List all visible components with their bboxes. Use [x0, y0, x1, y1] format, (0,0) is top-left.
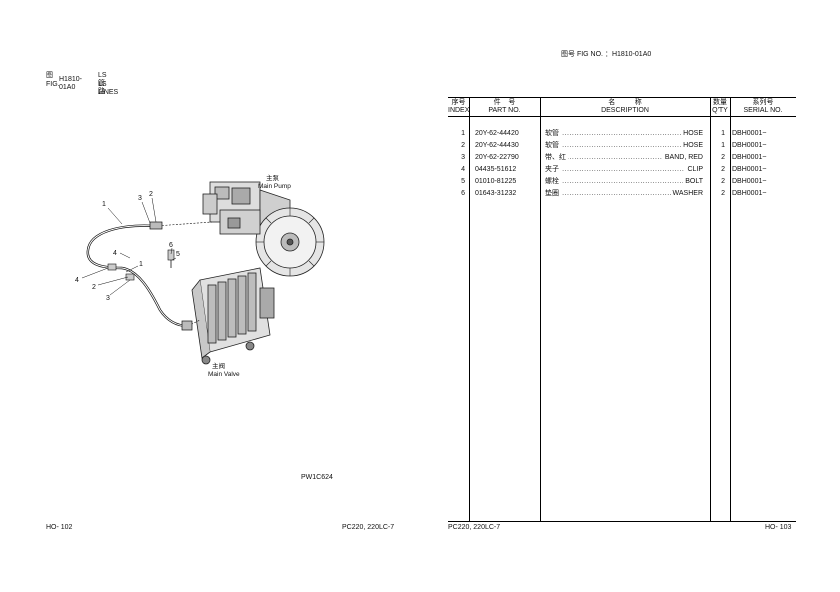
row-desc-en: WASHER — [670, 188, 703, 200]
row-qty: 2 — [721, 190, 725, 197]
table-row: 4 04435-51612 ..........................… — [448, 164, 796, 176]
col-part-cn: 件 号 — [493, 99, 516, 106]
row-serial: DBH0001~ — [732, 130, 767, 137]
drawing-code: PW1C624 — [301, 474, 333, 481]
table-row: 1 20Y-62-44420 .........................… — [448, 128, 796, 140]
col-index-cn: 序号 — [451, 99, 466, 106]
row-serial: DBH0001~ — [732, 178, 767, 185]
fig-title-cn: LS 管路 — [98, 72, 107, 95]
callout-3b: 3 — [106, 295, 110, 302]
col-qty-en: Q'TY — [712, 107, 728, 114]
row-part-no: 20Y-62-44420 — [475, 130, 519, 137]
row-serial: DBH0001~ — [732, 154, 767, 161]
callout-5: 5 — [176, 251, 180, 258]
row-qty: 2 — [721, 154, 725, 161]
callout-6: 6 — [169, 242, 173, 249]
right-model: PC220, 220LC-7 — [448, 524, 501, 531]
left-model: PC220, 220LC-7 — [342, 524, 395, 531]
main-pump-illustration — [202, 181, 325, 277]
callout-4: 4 — [113, 250, 117, 257]
row-serial: DBH0001~ — [732, 166, 767, 173]
row-part-no: 20Y-62-22790 — [475, 154, 519, 161]
fig-no-header: 图号 FIG NO. ：H1810-01A0 — [561, 51, 652, 58]
col-qty-cn: 数量 — [713, 99, 727, 106]
main-valve-illustration — [191, 267, 275, 365]
row-desc-cn: 带、红 — [545, 154, 568, 161]
row-index: 2 — [461, 142, 465, 149]
row-qty: 1 — [721, 142, 725, 149]
callout-2b: 2 — [92, 284, 96, 291]
callout-labels: 1 3 2 4 6 5 1 4 2 3 — [75, 191, 180, 302]
row-desc-cn: 软管 — [545, 130, 561, 137]
col-serial-en: SERIAL NO. — [743, 107, 783, 114]
row-qty: 2 — [721, 166, 725, 173]
fig-label-en: FIG. — [46, 81, 60, 88]
row-qty: 1 — [721, 130, 725, 137]
row-part-no: 01643-31232 — [475, 190, 517, 197]
row-part-no: 20Y-62-44430 — [475, 142, 519, 149]
fig-label-cn: 图 — [46, 72, 53, 79]
table-row: 2 20Y-62-44430 .........................… — [448, 140, 796, 152]
fig-title-en: LS LINES — [98, 81, 119, 96]
row-serial: DBH0001~ — [732, 190, 767, 197]
row-serial: DBH0001~ — [732, 142, 767, 149]
parts-table: 序号 INDEX 件 号 PART NO. 名 称 DESCRIPTION 数量… — [448, 97, 796, 522]
col-desc-en: DESCRIPTION — [601, 107, 649, 114]
callout-3: 3 — [138, 195, 142, 202]
callout-1: 1 — [102, 201, 106, 208]
table-row: 5 01010-81225 ..........................… — [448, 176, 796, 188]
row-index: 4 — [461, 166, 465, 173]
table-row: 3 20Y-62-22790 .........................… — [448, 152, 796, 164]
row-desc-cn: 垫圈 — [545, 190, 561, 197]
ls-lines-diagram: 1 3 2 4 6 5 1 4 2 3 主泵 Main Pump 主阀 Main… — [75, 173, 325, 378]
col-part-en: PART NO. — [488, 107, 521, 114]
row-desc-en: CLIP — [685, 164, 703, 176]
callout-leaders — [81, 197, 177, 296]
left-page-number: HO- 102 — [46, 524, 73, 531]
row-index: 1 — [461, 130, 465, 137]
row-desc-cn: 夹子 — [545, 166, 561, 173]
callout-2: 2 — [149, 191, 153, 198]
table-row: 6 01643-31232 ..........................… — [448, 188, 796, 200]
row-part-no: 01010-81225 — [475, 178, 517, 185]
ls-hose-routing — [86, 221, 213, 331]
row-desc-cn: 软管 — [545, 142, 561, 149]
row-desc-en: BAND, RED — [662, 152, 703, 164]
col-index-en: INDEX — [448, 107, 470, 114]
row-desc-en: HOSE — [681, 140, 703, 152]
row-index: 6 — [461, 190, 465, 197]
row-part-no: 04435-51612 — [475, 166, 517, 173]
callout-1b: 1 — [139, 261, 143, 268]
main-valve-label-cn: 主阀 — [212, 361, 225, 370]
row-qty: 2 — [721, 178, 725, 185]
main-valve-label-en: Main Valve — [208, 371, 240, 378]
main-pump-label-cn: 主泵 — [266, 173, 280, 182]
row-index: 3 — [461, 154, 465, 161]
row-desc-en: HOSE — [681, 128, 703, 140]
component-labels: 主泵 Main Pump 主阀 Main Valve — [208, 173, 291, 378]
callout-4b: 4 — [75, 277, 79, 284]
fig-number: H1810-01A0 — [59, 76, 82, 91]
col-desc-cn: 名 称 — [608, 99, 642, 106]
col-serial-cn: 系列号 — [752, 99, 774, 106]
main-pump-label-en: Main Pump — [258, 183, 291, 190]
row-desc-en: BOLT — [683, 176, 703, 188]
row-index: 5 — [461, 178, 465, 185]
right-page-number: HO- 103 — [765, 524, 792, 531]
row-desc-cn: 螺栓 — [545, 178, 561, 185]
